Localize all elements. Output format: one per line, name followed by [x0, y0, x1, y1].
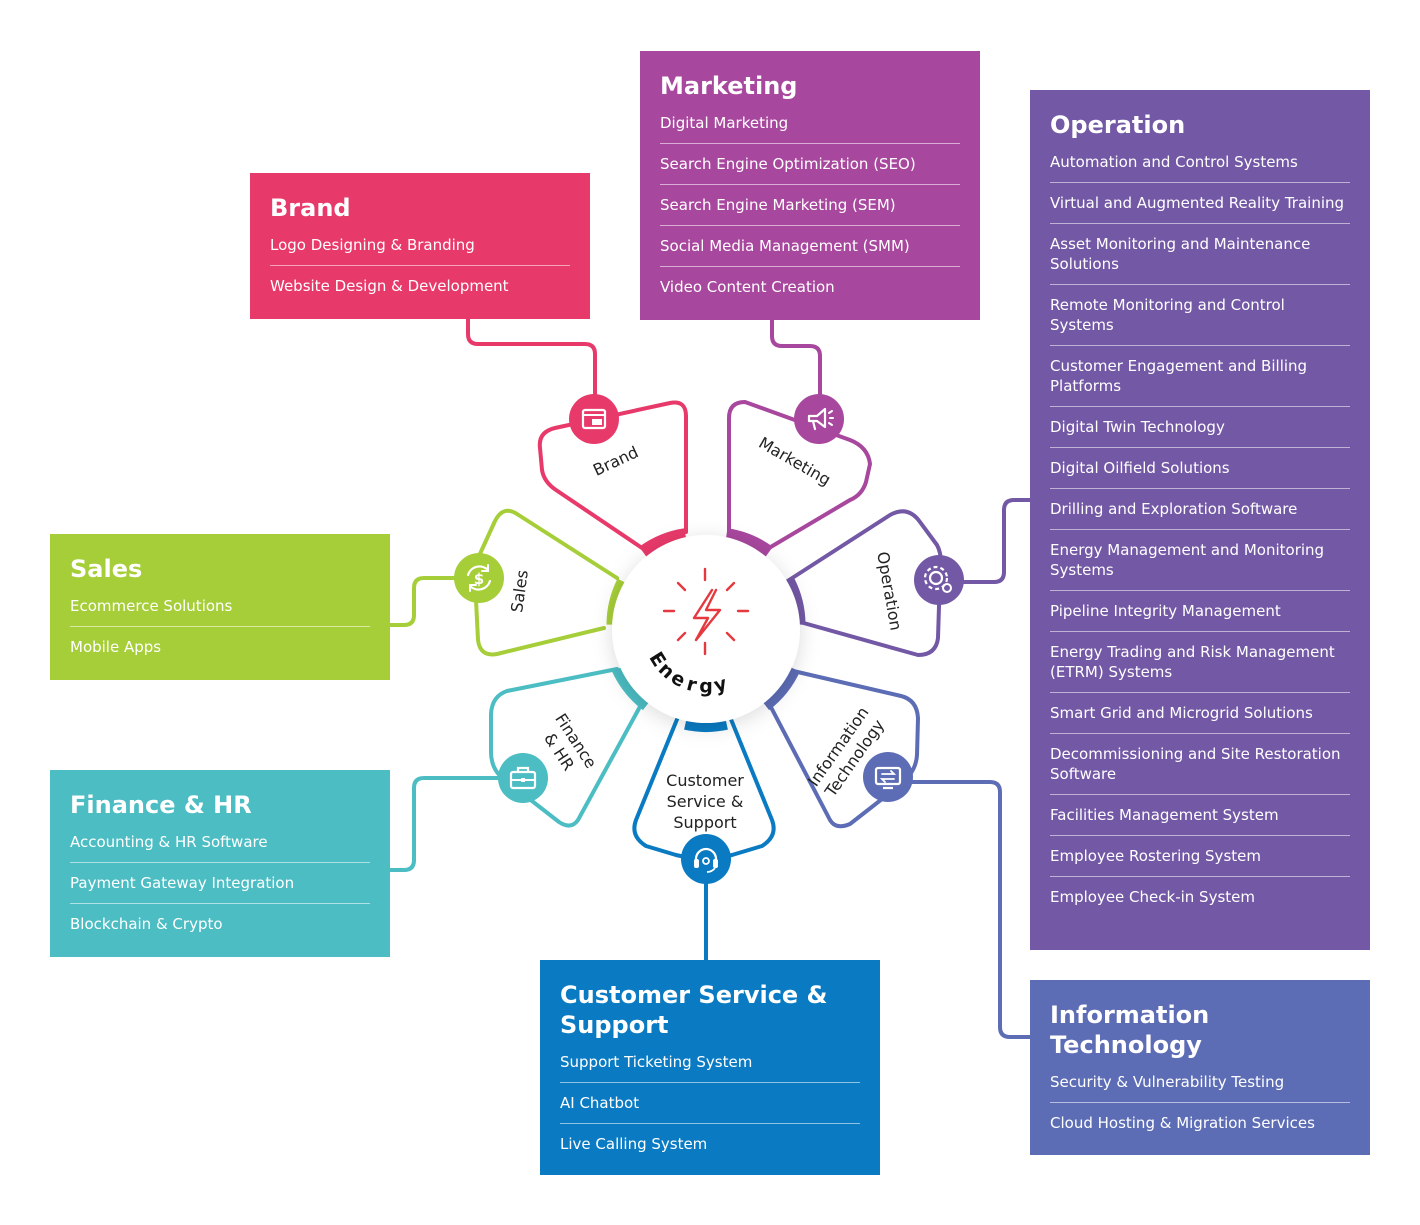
list-item: Blockchain & Crypto	[70, 915, 223, 933]
customer-petal-label-line2: Service &	[667, 792, 744, 811]
lightning-bolt-icon	[662, 567, 750, 656]
list-item: Payment Gateway Integration	[70, 863, 370, 904]
list-item: Mobile Apps	[70, 638, 162, 656]
sales-card-title: Sales	[70, 555, 143, 583]
list-item: Support Ticketing System	[560, 1042, 860, 1083]
list-item: Virtual and Augmented Reality Training	[1050, 183, 1350, 224]
browser-window-icon	[569, 394, 619, 444]
marketing-petal	[727, 400, 872, 550]
list-item: Smart Grid and Microgrid Solutions	[1050, 693, 1350, 734]
list-item: Facilities Management System	[1050, 795, 1350, 836]
customer-card: Customer Service & Support Support Ticke…	[540, 960, 880, 1175]
list-item: Logo Designing & Branding	[270, 225, 570, 266]
list-item: Ecommerce Solutions	[70, 586, 370, 627]
svg-text:$: $	[474, 570, 484, 588]
list-item: Customer Engagement and Billing Platform…	[1050, 346, 1350, 407]
finance-connector	[388, 776, 502, 872]
brand-connector	[466, 316, 597, 400]
marketing-card-title: Marketing	[660, 72, 798, 100]
marketing-card: Marketing Digital Marketing Search Engin…	[640, 51, 980, 320]
brand-card-title: Brand	[270, 194, 351, 222]
list-item: Remote Monitoring and Control Systems	[1050, 285, 1350, 346]
briefcase-icon	[498, 753, 548, 803]
list-item: Employee Check-in System	[1050, 888, 1255, 906]
list-item: Video Content Creation	[660, 278, 835, 296]
customer-card-list: Support Ticketing System AI Chatbot Live…	[560, 1042, 860, 1164]
megaphone-icon	[794, 394, 844, 444]
monitor-icon	[863, 752, 913, 802]
brand-card-list: Logo Designing & Branding Website Design…	[270, 225, 570, 306]
it-arc	[761, 666, 800, 711]
list-item: Accounting & HR Software	[70, 822, 370, 863]
list-item: Cloud Hosting & Migration Services	[1050, 1114, 1315, 1132]
list-item: Social Media Management (SMM)	[660, 226, 960, 267]
list-item: Digital Oilfield Solutions	[1050, 448, 1350, 489]
it-card-list: Security & Vulnerability Testing Cloud H…	[1050, 1062, 1350, 1143]
customer-petal-label-line1: Customer	[666, 771, 744, 790]
headset-icon	[681, 834, 731, 884]
customer-card-title: Customer Service & Support	[560, 981, 828, 1039]
list-item: Pipeline Integrity Management	[1050, 591, 1350, 632]
operation-card-list: Automation and Control Systems Virtual a…	[1050, 142, 1350, 917]
list-item: Search Engine Marketing (SEM)	[660, 185, 960, 226]
brand-petal	[537, 400, 688, 552]
list-item: Drilling and Exploration Software	[1050, 489, 1350, 530]
marketing-connector	[770, 318, 822, 400]
list-item: AI Chatbot	[560, 1083, 860, 1124]
list-item: Decommissioning and Site Restoration Sof…	[1050, 734, 1350, 795]
list-item: Asset Monitoring and Maintenance Solutio…	[1050, 224, 1350, 285]
dollar-cycle-icon: $	[454, 553, 504, 603]
list-item: Digital Marketing	[660, 103, 960, 144]
brand-petal-label: Brand	[590, 442, 641, 479]
list-item: Search Engine Optimization (SEO)	[660, 144, 960, 185]
list-item: Live Calling System	[560, 1135, 708, 1153]
it-card-title: Information Technology	[1050, 1001, 1210, 1059]
sales-connector	[388, 576, 459, 627]
sales-petal-label: Sales	[507, 569, 532, 614]
list-item: Energy Trading and Risk Management (ETRM…	[1050, 632, 1350, 693]
center-label-letter: g	[699, 676, 713, 698]
it-connector	[908, 780, 1032, 1039]
finance-arc	[612, 666, 651, 711]
operation-card: Operation Automation and Control Systems…	[1030, 90, 1370, 950]
list-item: Automation and Control Systems	[1050, 142, 1350, 183]
brand-arc	[639, 528, 687, 557]
finance-card: Finance & HR Accounting & HR Software Pa…	[50, 770, 390, 957]
customer-arc	[684, 717, 728, 733]
finance-petal	[489, 667, 650, 828]
list-item: Digital Twin Technology	[1050, 407, 1350, 448]
brand-card: Brand Logo Designing & Branding Website …	[250, 173, 590, 319]
operation-petal-label: Operation	[873, 550, 906, 632]
list-item: Energy Management and Monitoring Systems	[1050, 530, 1350, 591]
marketing-card-list: Digital Marketing Search Engine Optimiza…	[660, 103, 960, 307]
finance-card-list: Accounting & HR Software Payment Gateway…	[70, 822, 370, 944]
finance-card-title: Finance & HR	[70, 791, 252, 819]
list-item: Website Design & Development	[270, 277, 509, 295]
operation-connector	[958, 498, 1032, 584]
customer-petal-label-line3: Support	[673, 813, 736, 832]
list-item: Employee Rostering System	[1050, 836, 1350, 877]
list-item: Security & Vulnerability Testing	[1050, 1062, 1350, 1103]
sales-card-list: Ecommerce Solutions Mobile Apps	[70, 586, 370, 667]
gear-settings-icon	[914, 555, 964, 605]
sales-card: Sales Ecommerce Solutions Mobile Apps	[50, 534, 390, 680]
marketing-arc	[725, 528, 773, 557]
operation-card-title: Operation	[1050, 111, 1186, 139]
it-card: Information Technology Security & Vulner…	[1030, 980, 1370, 1155]
